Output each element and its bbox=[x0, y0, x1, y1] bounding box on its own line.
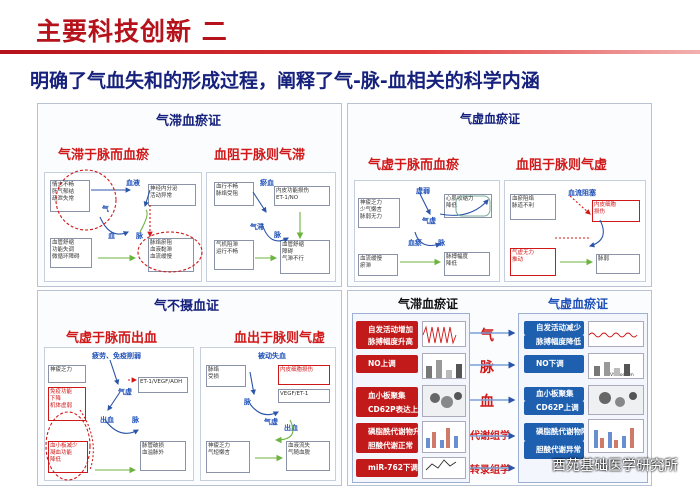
right-item: 磷脂酰代谢物降低 bbox=[524, 423, 584, 441]
node-xue: 血 bbox=[108, 232, 115, 240]
axis-note: VS sodium bbox=[610, 373, 634, 378]
node-qi: 气 bbox=[102, 205, 109, 213]
box: 免疫功能下降机体虚弱 bbox=[48, 387, 86, 421]
node-qi-right: 气滞 bbox=[250, 223, 264, 231]
right-item: 胆酸代谢异常 bbox=[524, 441, 584, 459]
panel-comparison: 气滞血瘀证 气虚血瘀证 自发活动增加 脉搏幅度升高 NO上调 血小板聚集 CD6… bbox=[347, 290, 652, 486]
node-qi: 气虚 bbox=[118, 388, 132, 396]
box: 心肌收缩力降低 bbox=[444, 194, 492, 218]
left-heading: 气虚于脉而血瘀 bbox=[368, 158, 460, 173]
right-item: CD62P上调 bbox=[524, 401, 584, 415]
left-item: 血小板聚集 bbox=[356, 387, 418, 405]
left-item: miR-762下调 bbox=[356, 459, 418, 477]
watermark: 西苑基础医学研究所 bbox=[552, 458, 678, 474]
right-item: NO下调 bbox=[524, 355, 584, 373]
node-mai2: 脉 bbox=[244, 398, 251, 406]
box: 情志不畅肝气郁结疏泄失常 bbox=[50, 180, 90, 212]
mid-label-xue: 血 bbox=[480, 394, 494, 410]
panel1-arrows bbox=[55, 169, 304, 273]
box: VEGF/ET-1 bbox=[278, 389, 330, 403]
panel3-arrows bbox=[45, 359, 294, 481]
page-title: 主要科技创新 二 bbox=[36, 17, 228, 46]
left-heading: 气滞于脉而血瘀 bbox=[58, 148, 150, 163]
box: 脉弱 bbox=[596, 254, 640, 274]
graph-micro bbox=[422, 385, 466, 417]
box: 血流缓慢瘀滞 bbox=[358, 254, 398, 276]
panel4-graph-marks bbox=[422, 325, 638, 471]
panel-title: 气滞血瘀证 bbox=[156, 114, 222, 129]
node-deficiency: 虚弱 bbox=[416, 187, 430, 195]
panel-qi-stagnation-blood-stasis: 气滞血瘀证 气滞于脉而血瘀 血阻于脉则气滞 情志不畅肝气郁结疏泄失常 神经内分泌… bbox=[37, 103, 342, 287]
left-item: CD62P表达上调 bbox=[356, 403, 418, 417]
node-mai: 脉 bbox=[132, 416, 139, 424]
box: 内皮细胞损伤 bbox=[278, 365, 330, 385]
box: 脉管破损血溢脉外 bbox=[140, 441, 186, 471]
box: 血管舒缩功能失调微循环障碍 bbox=[50, 238, 92, 268]
mid-label-qi: 气 bbox=[480, 328, 494, 344]
left-item: 磷脂酰代谢物升高 bbox=[356, 423, 418, 441]
panel-title: 气虚血瘀证 bbox=[460, 112, 521, 126]
panel-qi-not-controlling-blood: 气不摄血证 气虚于脉而出血 血出于脉则气虚 疲劳、免疫削弱 神疲乏力 免疫功能下… bbox=[37, 290, 342, 486]
panel4-arrows bbox=[470, 329, 516, 472]
title-rule bbox=[0, 50, 700, 54]
node-bleed2: 出血 bbox=[284, 424, 298, 432]
box: 神疲乏力气短懒言 bbox=[206, 441, 250, 473]
box: 神经内分泌活动异常 bbox=[148, 184, 196, 206]
box: ET-1/VEGF/ADH bbox=[138, 377, 188, 393]
node-qi: 气虚 bbox=[422, 217, 436, 225]
panel-qi-deficiency-blood-stasis: 气虚血瘀证 气虚于脉而血瘀 血阻于脉则气虚 神疲乏力少气懒言脉弱无力 心肌收缩力… bbox=[347, 103, 652, 287]
left-item: 脉搏幅度升高 bbox=[356, 335, 418, 349]
graph-wave-r bbox=[588, 321, 644, 347]
node-bleed: 出血 bbox=[100, 416, 114, 424]
node-mai: 脉 bbox=[438, 239, 445, 247]
box: 脉络受损 bbox=[206, 365, 246, 387]
box: 气机阻滞运行不畅 bbox=[214, 240, 254, 270]
left-item: 胆酸代谢正常 bbox=[356, 439, 418, 453]
right-heading: 血阻于脉则气滞 bbox=[214, 148, 306, 163]
right-item: 血小板聚集 bbox=[524, 387, 584, 401]
right-item: 自发活动减少 bbox=[524, 321, 584, 335]
node-mai-right: 脉 bbox=[274, 231, 281, 239]
page-subtitle: 明确了气血失和的形成过程，阐释了气-脉-血相关的科学内涵 bbox=[30, 70, 540, 92]
box: 血瘀阻络脉道不利 bbox=[510, 194, 556, 220]
node-flow-block: 血流阻塞 bbox=[568, 189, 596, 197]
left-item: 自发活动增加 bbox=[356, 321, 418, 339]
right-title: 气虚血瘀证 bbox=[548, 297, 609, 311]
left-heading: 气虚于脉而出血 bbox=[66, 331, 158, 346]
right-heading: 血阻于脉则气虚 bbox=[516, 158, 608, 173]
right-item: 脉搏幅度降低 bbox=[524, 335, 584, 349]
node-blood-flow: 血液 bbox=[126, 179, 140, 187]
graph-wave bbox=[422, 321, 466, 347]
mid-label-transcriptomics: 转录组学 bbox=[470, 465, 510, 476]
box: 血管舒缩障碍气滞不行 bbox=[280, 240, 330, 274]
node-stasis: 瘀血 bbox=[260, 179, 274, 187]
blood-loss-label: 被动失血 bbox=[258, 352, 286, 360]
node-qi2: 气虚 bbox=[264, 418, 278, 426]
weak-label: 疲劳、免疫削弱 bbox=[92, 352, 141, 360]
box: 气虚无力推动 bbox=[510, 248, 556, 276]
left-item: NO上调 bbox=[356, 355, 418, 373]
left-title: 气滞血瘀证 bbox=[398, 297, 459, 311]
panel2-arrows bbox=[400, 193, 604, 266]
panel-title: 气不摄血证 bbox=[154, 299, 220, 314]
box: 血小板减少凝血功能降低 bbox=[48, 441, 88, 473]
box: 脉搏幅度降低 bbox=[444, 252, 490, 276]
box: 血行不畅脉络受阻 bbox=[214, 182, 254, 206]
box: 神疲乏力 bbox=[48, 365, 86, 383]
node-xue: 血瘀 bbox=[408, 239, 422, 247]
box: 内皮细胞损伤 bbox=[592, 200, 640, 222]
right-heading: 血出于脉则气虚 bbox=[234, 331, 326, 346]
box: 神疲乏力少气懒言脉弱无力 bbox=[358, 198, 400, 228]
mid-label-mai: 脉 bbox=[480, 360, 494, 376]
node-mai: 脉 bbox=[136, 232, 143, 240]
box: 血液流失气随血脱 bbox=[286, 441, 330, 471]
